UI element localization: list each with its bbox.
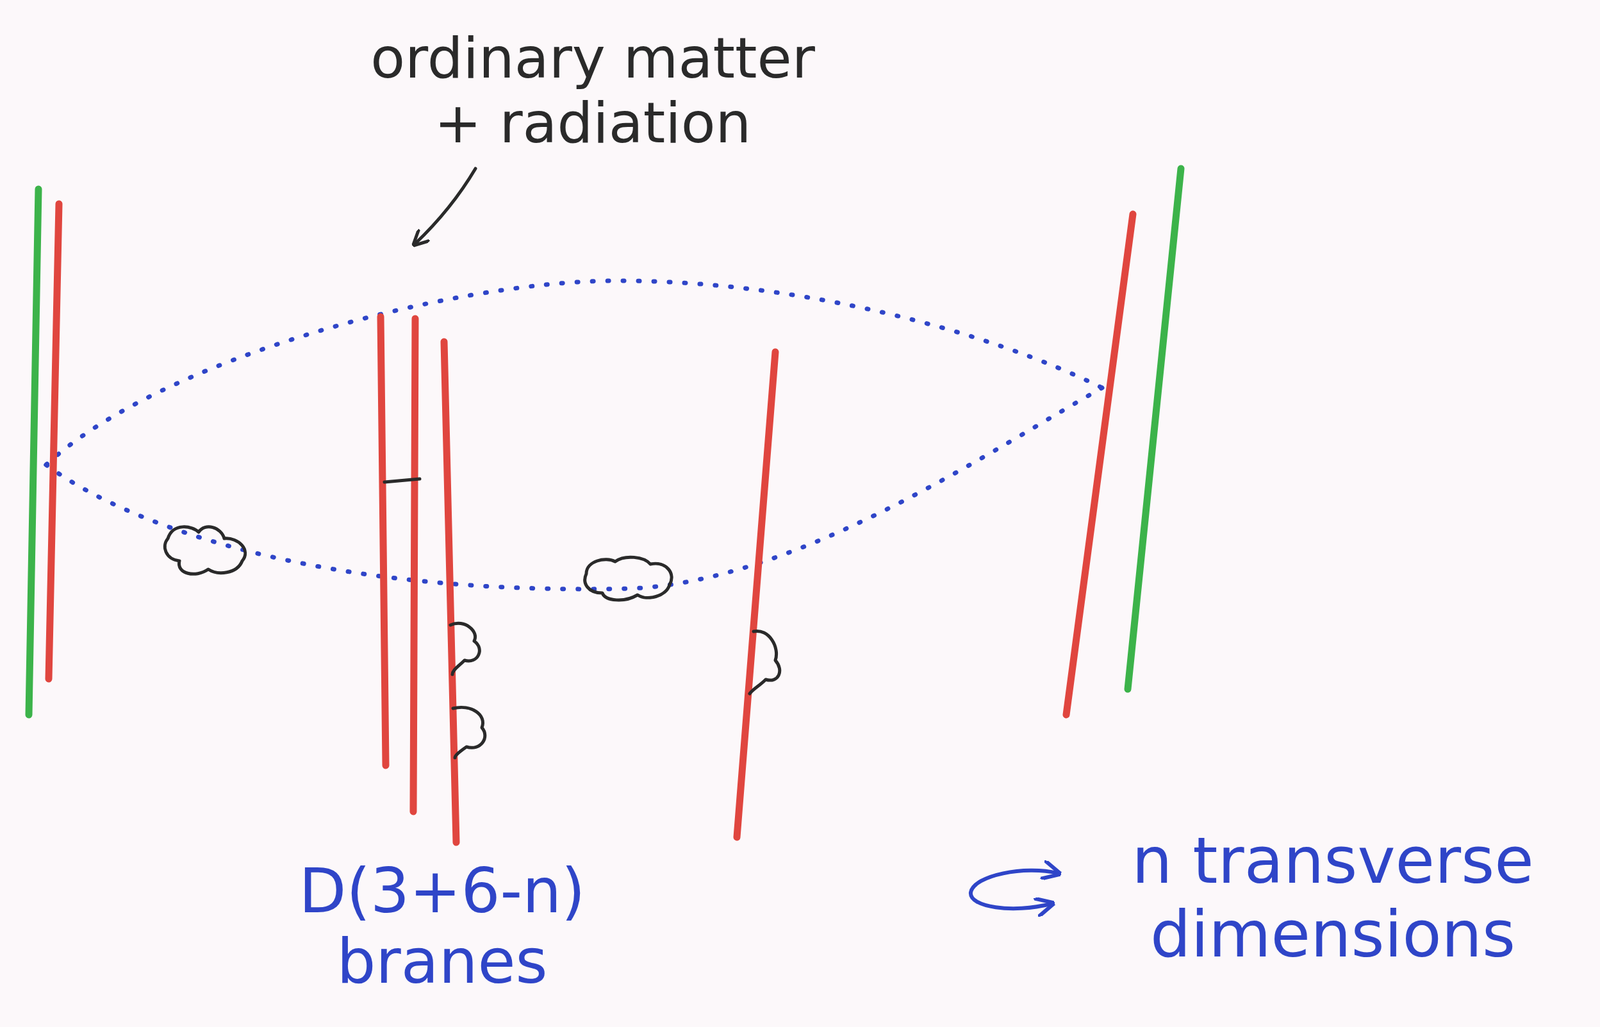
red-brane: [380, 316, 386, 766]
red-brane: [444, 341, 457, 842]
open-string: [749, 630, 780, 694]
open-string: [453, 706, 486, 758]
closed-string: [164, 526, 245, 575]
leader-arrow: [415, 168, 476, 244]
strings: [164, 478, 780, 758]
red-brane: [48, 203, 59, 679]
red-brane: [413, 318, 416, 812]
green-brane: [28, 189, 39, 715]
red-brane: [736, 351, 776, 837]
dotted-ellipse: [46, 280, 1103, 589]
dimension-label: n transverse dimensions: [1108, 823, 1558, 971]
ellipse-lower: [46, 387, 1103, 589]
matter-label: ordinary matter + radiation: [349, 25, 837, 156]
rotation-arrow: [970, 870, 1058, 908]
ellipse-upper: [46, 280, 1103, 465]
green-brane: [1127, 168, 1181, 689]
open-string: [450, 622, 480, 675]
red-brane: [1066, 214, 1133, 715]
open-string: [384, 478, 420, 482]
closed-string: [585, 556, 672, 600]
brane-label: D(3+6-n) branes: [262, 855, 622, 998]
